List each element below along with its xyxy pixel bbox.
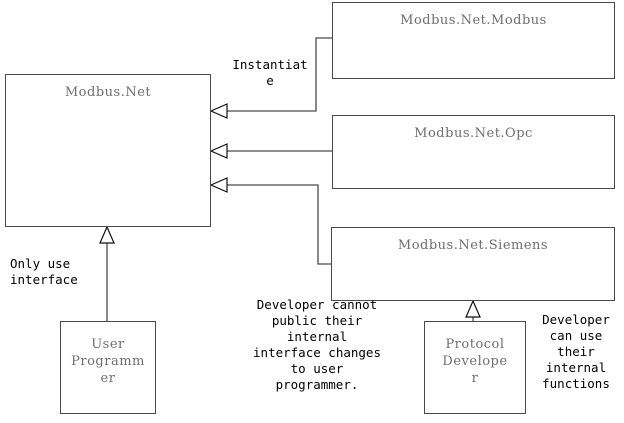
arrowhead-user-programmer-to-core (99, 225, 115, 244)
note-developer-can-use-internal: Developer can use their internal functio… (542, 312, 610, 391)
node-modbus-net-label: Modbus.Net (64, 85, 152, 100)
connector-label-only-use-interface: Only use interface (10, 256, 78, 287)
arrowhead-opc-to-core (209, 143, 228, 159)
node-modbus-net-siemens-label: Modbus.Net.Siemens (397, 238, 549, 253)
node-modbus-net-modbus-label: Modbus.Net.Modbus (400, 13, 547, 28)
connector-modbus-to-core (226, 37, 332, 112)
arrowhead-siemens-to-core (209, 177, 228, 193)
node-modbus-net-modbus[interactable]: Modbus.Net.Modbus (332, 2, 615, 79)
note-developer-cannot-public: Developer cannot public their internal i… (253, 297, 381, 392)
connector-siemens-to-core (226, 184, 331, 265)
node-modbus-net[interactable]: Modbus.Net (5, 74, 211, 227)
arrowhead-modbus-to-core (209, 103, 228, 119)
node-modbus-net-opc[interactable]: Modbus.Net.Opc (332, 115, 615, 189)
arrowhead-protocol-developer-to-siemens (465, 299, 481, 318)
node-user-programmer[interactable]: User Programm er (60, 321, 156, 414)
node-protocol-developer[interactable]: Protocol Develope r (424, 321, 526, 414)
connector-label-instantiate: Instantiat e (232, 57, 308, 88)
node-modbus-net-opc-label: Modbus.Net.Opc (414, 126, 533, 141)
node-protocol-developer-label: Protocol Develope r (442, 337, 508, 386)
node-user-programmer-label: User Programm er (71, 337, 145, 386)
node-modbus-net-siemens[interactable]: Modbus.Net.Siemens (331, 227, 615, 301)
